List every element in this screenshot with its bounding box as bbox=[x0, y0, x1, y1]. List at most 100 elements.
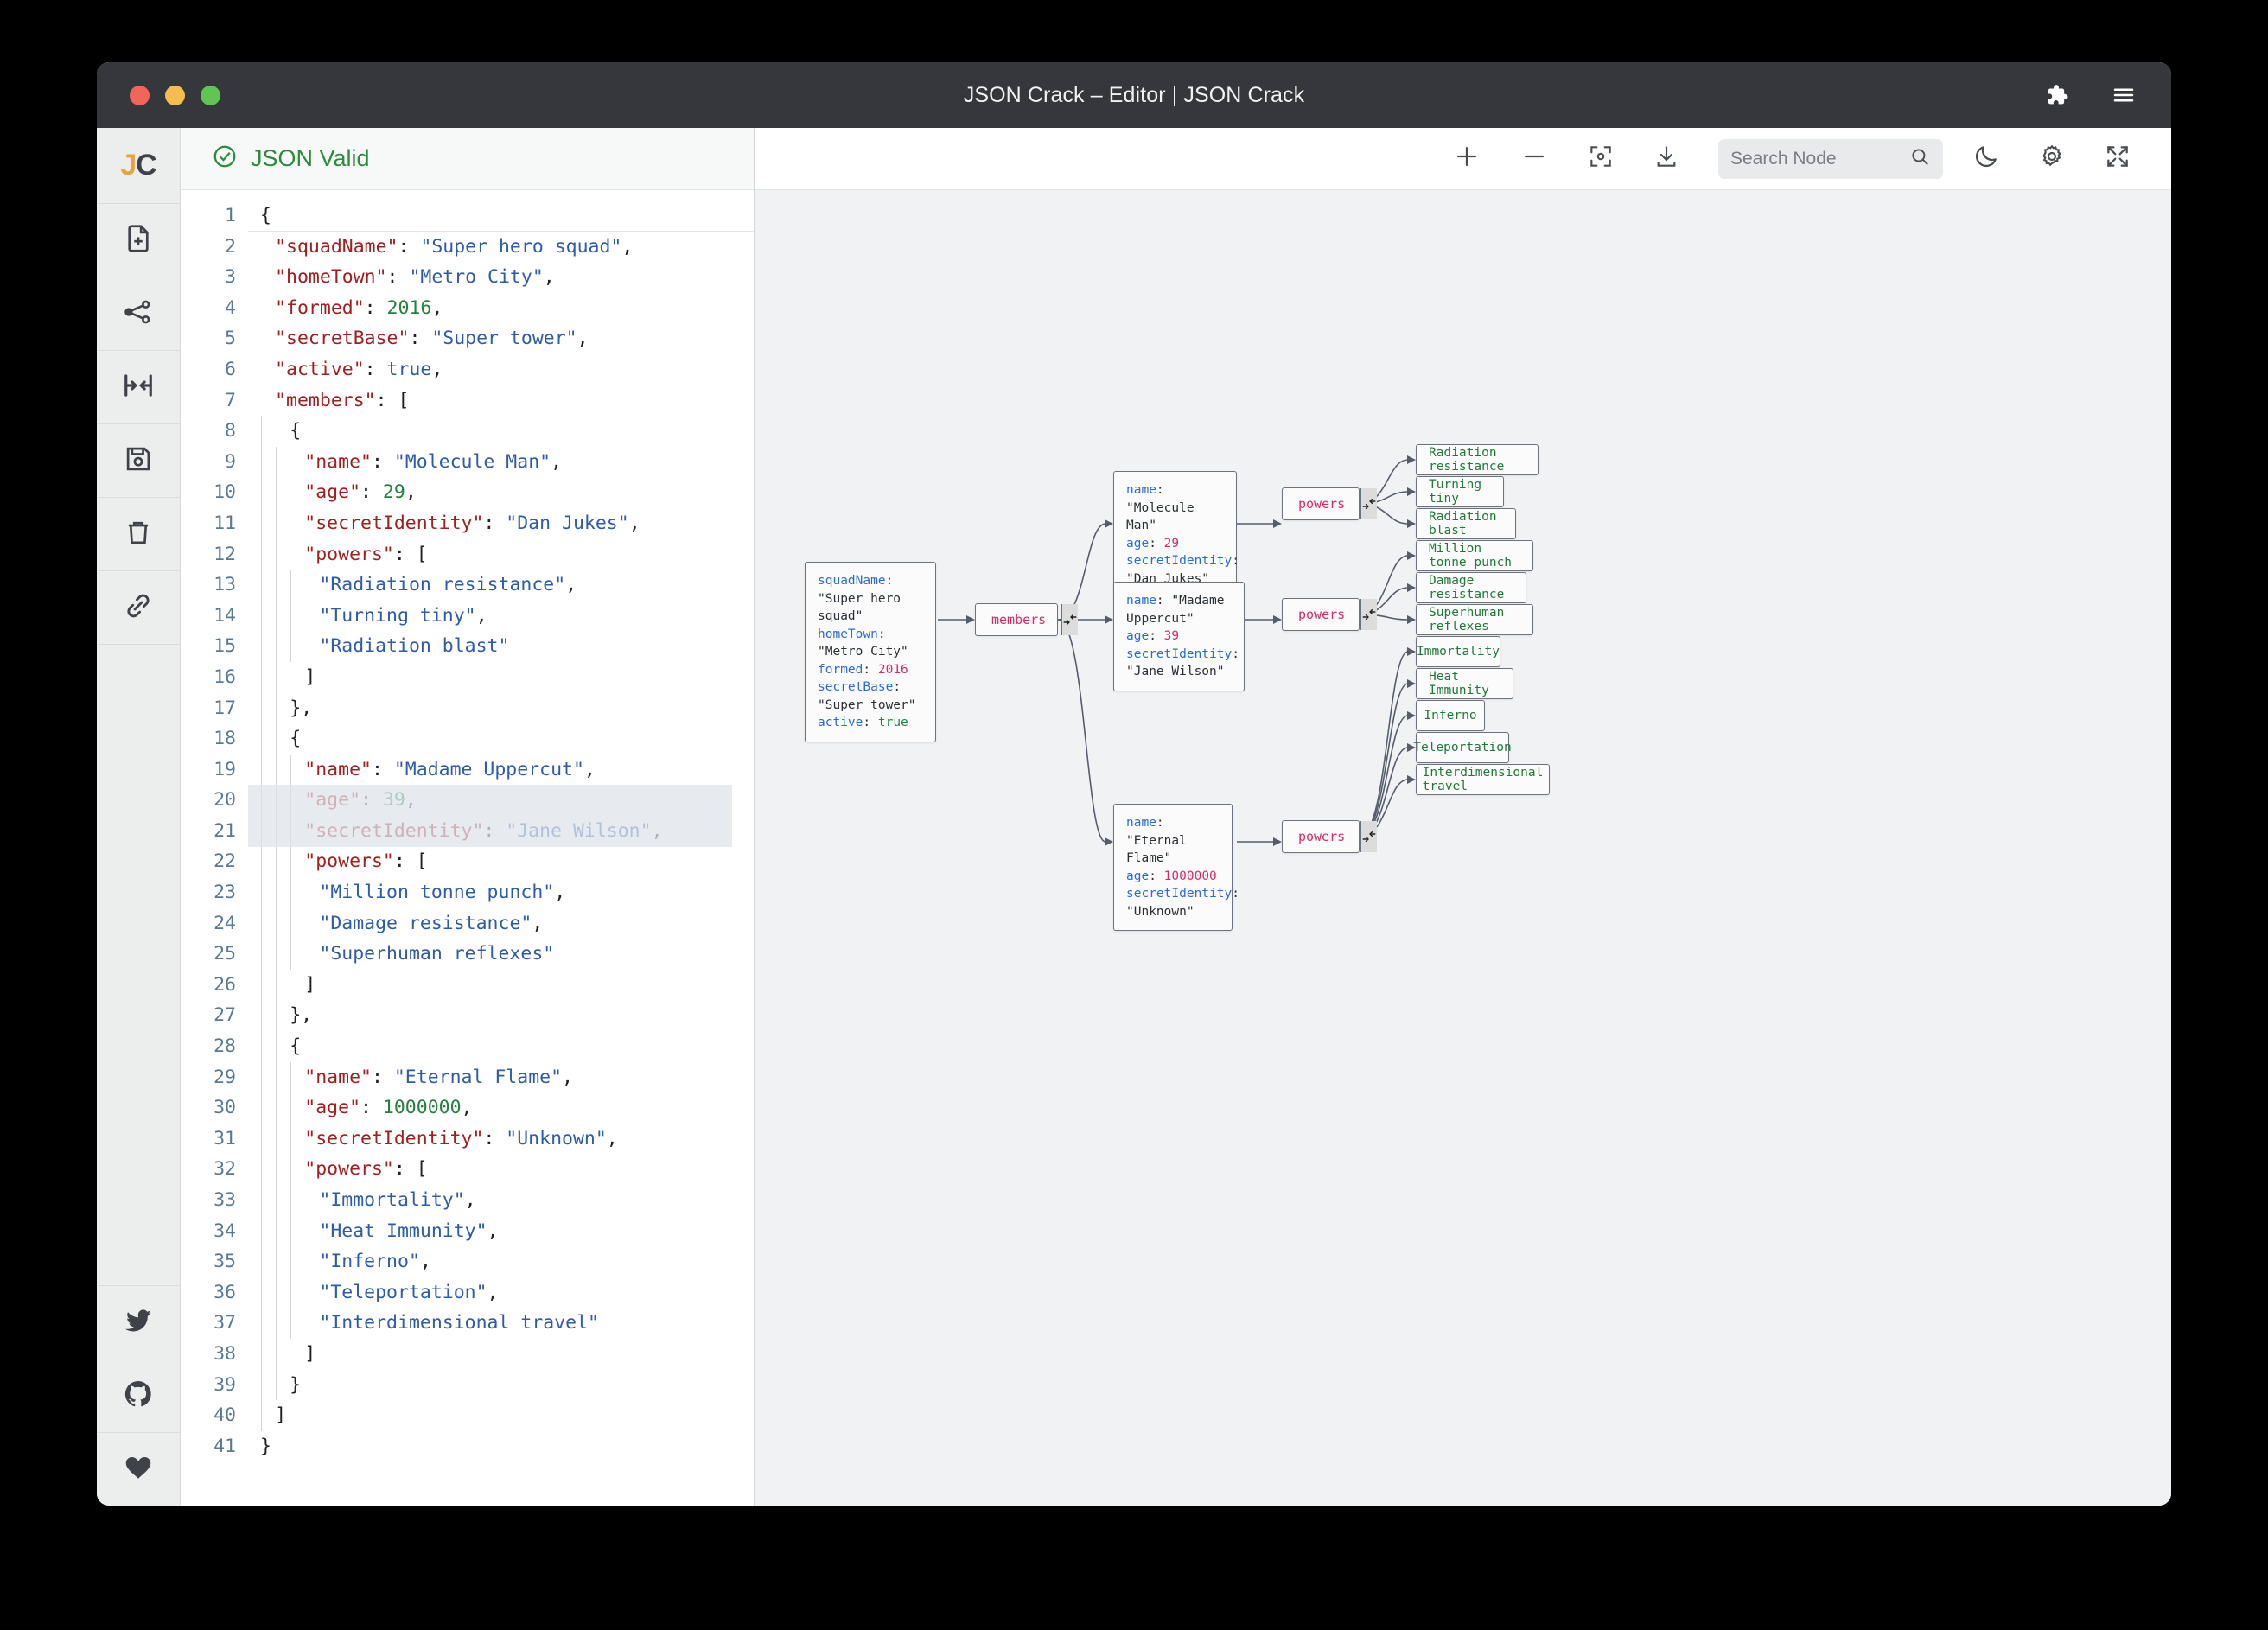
code-line[interactable]: }, bbox=[290, 1004, 313, 1027]
sidebar-item-delete[interactable] bbox=[97, 498, 180, 571]
maximize-window-button[interactable] bbox=[201, 85, 220, 105]
code-line[interactable]: { bbox=[260, 205, 271, 226]
code-line[interactable]: "secretIdentity": "Unknown", bbox=[304, 1127, 618, 1149]
code-line[interactable]: "Heat Immunity", bbox=[319, 1219, 499, 1242]
search-input[interactable] bbox=[1730, 148, 1902, 169]
sidebar-item-save[interactable] bbox=[97, 424, 180, 498]
search-icon[interactable] bbox=[1908, 145, 1931, 172]
powers-collapse-button[interactable] bbox=[1360, 821, 1378, 852]
center-view-button[interactable] bbox=[1587, 143, 1615, 175]
zoom-out-button[interactable] bbox=[1519, 142, 1549, 175]
code-line[interactable]: "squadName": "Super hero squad", bbox=[275, 235, 634, 258]
power-leaf-node[interactable]: Immortality bbox=[1416, 636, 1500, 667]
graph-edge-arrow bbox=[1407, 775, 1416, 784]
code-content[interactable]: {"squadName": "Super hero squad","homeTo… bbox=[248, 190, 754, 1506]
code-line[interactable]: "Inferno", bbox=[319, 1251, 431, 1273]
code-line[interactable]: "Radiation blast" bbox=[319, 635, 510, 658]
code-line[interactable]: "Teleportation", bbox=[319, 1281, 499, 1303]
code-line[interactable]: "formed": 2016, bbox=[275, 296, 443, 319]
code-line[interactable]: "powers": [ bbox=[304, 850, 428, 873]
power-leaf-node[interactable]: Interdimensional travel bbox=[1416, 764, 1550, 795]
zoom-in-button[interactable] bbox=[1452, 142, 1481, 175]
settings-button[interactable] bbox=[2038, 143, 2066, 175]
code-line[interactable]: "secretBase": "Super tower", bbox=[275, 328, 589, 350]
code-line[interactable]: "secretIdentity": "Dan Jukes", bbox=[304, 512, 640, 534]
indent-guide bbox=[276, 446, 277, 1401]
code-line[interactable]: ] bbox=[304, 1342, 316, 1365]
code-line[interactable]: "active": true, bbox=[275, 358, 443, 380]
code-line[interactable]: { bbox=[290, 728, 302, 750]
dark-mode-toggle[interactable] bbox=[1972, 143, 2000, 175]
sidebar-item-twitter[interactable] bbox=[97, 1285, 180, 1359]
code-line[interactable]: }, bbox=[290, 697, 313, 719]
code-line[interactable]: "Radiation resistance", bbox=[319, 574, 577, 596]
code-line[interactable]: "powers": [ bbox=[304, 543, 428, 565]
power-leaf-node[interactable]: Superhuman reflexes bbox=[1416, 604, 1533, 635]
puzzle-extension-icon[interactable] bbox=[2043, 82, 2069, 108]
code-line[interactable]: "Superhuman reflexes" bbox=[319, 943, 555, 965]
code-line[interactable]: } bbox=[260, 1435, 271, 1457]
member-node-molecule-man-powers[interactable]: powers bbox=[1282, 487, 1378, 520]
power-leaf-node[interactable]: Turning tiny bbox=[1416, 476, 1504, 507]
graph-edge-arrow bbox=[1407, 519, 1416, 528]
hamburger-menu-icon[interactable] bbox=[2111, 82, 2137, 108]
powers-collapse-button[interactable] bbox=[1360, 488, 1378, 519]
code-line[interactable]: "Immortality", bbox=[319, 1189, 476, 1211]
root-node[interactable]: squadName: "Super hero squad"homeTown: "… bbox=[805, 562, 936, 742]
code-line[interactable]: "homeTown": "Metro City", bbox=[275, 266, 555, 289]
code-line[interactable]: } bbox=[290, 1373, 302, 1396]
close-window-button[interactable] bbox=[130, 85, 150, 105]
code-line[interactable]: "Million tonne punch", bbox=[319, 882, 566, 904]
code-line[interactable]: "Interdimensional travel" bbox=[319, 1312, 599, 1334]
code-line[interactable]: "name": "Madame Uppercut", bbox=[304, 758, 596, 780]
line-number: 23 bbox=[213, 882, 236, 904]
sidebar-item-collapse[interactable] bbox=[97, 351, 180, 424]
code-line[interactable]: "members": [ bbox=[275, 389, 410, 411]
code-line[interactable]: { bbox=[290, 1035, 302, 1058]
sidebar-item-sponsor[interactable] bbox=[97, 1432, 180, 1506]
sidebar-item-github[interactable] bbox=[97, 1359, 180, 1432]
code-line[interactable]: "age": 1000000, bbox=[304, 1097, 473, 1119]
code-line[interactable]: { bbox=[290, 420, 302, 443]
node-row: secretIdentity: "Unknown" bbox=[1126, 887, 1239, 919]
member-node-madame-uppercut-powers[interactable]: powers bbox=[1282, 598, 1378, 631]
member-node-eternal-flame-powers[interactable]: powers bbox=[1282, 820, 1378, 853]
graph-edge-arrow bbox=[1105, 519, 1113, 528]
power-leaf-node[interactable]: Radiation resistance bbox=[1416, 444, 1539, 475]
code-line[interactable]: "powers": [ bbox=[304, 1158, 428, 1181]
power-leaf-node[interactable]: Teleportation bbox=[1413, 732, 1512, 763]
graph-canvas[interactable]: squadName: "Super hero squad"homeTown: "… bbox=[755, 190, 2171, 1506]
node-row-value: "Super tower" bbox=[818, 697, 916, 712]
code-line[interactable]: ] bbox=[275, 1404, 287, 1427]
sidebar-item-new-document[interactable] bbox=[97, 204, 180, 277]
sidebar-item-share-graph[interactable] bbox=[97, 277, 180, 351]
power-leaf-node[interactable]: Inferno bbox=[1416, 700, 1485, 731]
search-node-box[interactable] bbox=[1718, 138, 1943, 179]
graph-edge-arrow bbox=[1407, 711, 1416, 720]
power-leaf-node[interactable]: Heat Immunity bbox=[1416, 668, 1513, 699]
node-row: age: 1000000 bbox=[1126, 869, 1217, 883]
code-line[interactable]: "Damage resistance", bbox=[319, 912, 544, 934]
powers-collapse-button[interactable] bbox=[1360, 599, 1378, 630]
code-line[interactable]: ] bbox=[304, 973, 316, 996]
sidebar-item-copy-link[interactable] bbox=[97, 571, 180, 645]
power-leaf-node[interactable]: Million tonne punch bbox=[1416, 540, 1533, 571]
code-line[interactable]: "Turning tiny", bbox=[319, 604, 487, 627]
node-row-value: 1000000 bbox=[1163, 869, 1217, 883]
code-line[interactable]: "name": "Eternal Flame", bbox=[304, 1066, 573, 1088]
code-line[interactable]: ] bbox=[304, 665, 316, 688]
power-leaf-node[interactable]: Damage resistance bbox=[1416, 572, 1526, 603]
fullscreen-button[interactable] bbox=[2104, 143, 2131, 175]
code-line[interactable]: "age": 29, bbox=[304, 481, 417, 504]
download-button[interactable] bbox=[1653, 143, 1680, 175]
code-line[interactable]: "name": "Molecule Man", bbox=[304, 450, 563, 473]
minimize-window-button[interactable] bbox=[165, 85, 185, 105]
members-collapse-button[interactable] bbox=[1061, 604, 1079, 635]
members-node[interactable]: members bbox=[975, 603, 1079, 636]
power-leaf-node[interactable]: Radiation blast bbox=[1416, 508, 1516, 539]
